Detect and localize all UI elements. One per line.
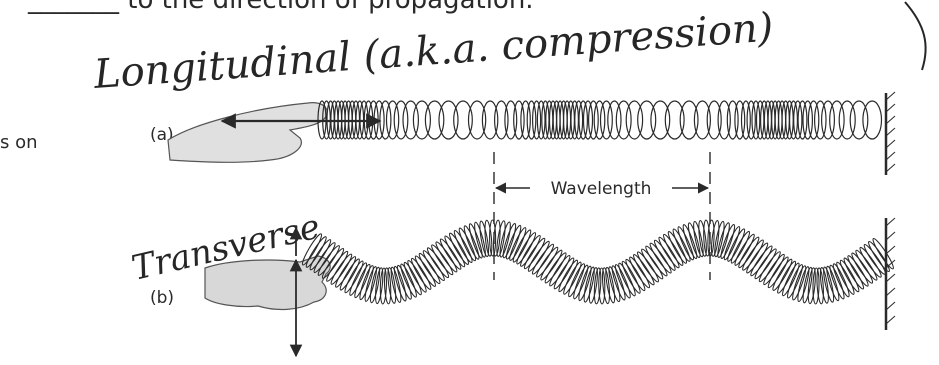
hand-icon-a bbox=[168, 103, 327, 163]
transverse-spring bbox=[300, 220, 895, 304]
top-sentence: _______ to the direction of propagation. bbox=[27, 0, 534, 15]
longitudinal-spring bbox=[318, 101, 882, 139]
wall-b bbox=[886, 218, 895, 330]
longitudinal-annotation: Longitudinal (a.k.a. compression) bbox=[91, 5, 774, 98]
panel-b-label: (b) bbox=[150, 288, 174, 308]
wavelength-label: Wavelength bbox=[551, 179, 652, 199]
wall-a bbox=[886, 92, 895, 175]
bracket-stroke bbox=[905, 2, 926, 70]
side-fragment: s on bbox=[0, 132, 38, 153]
